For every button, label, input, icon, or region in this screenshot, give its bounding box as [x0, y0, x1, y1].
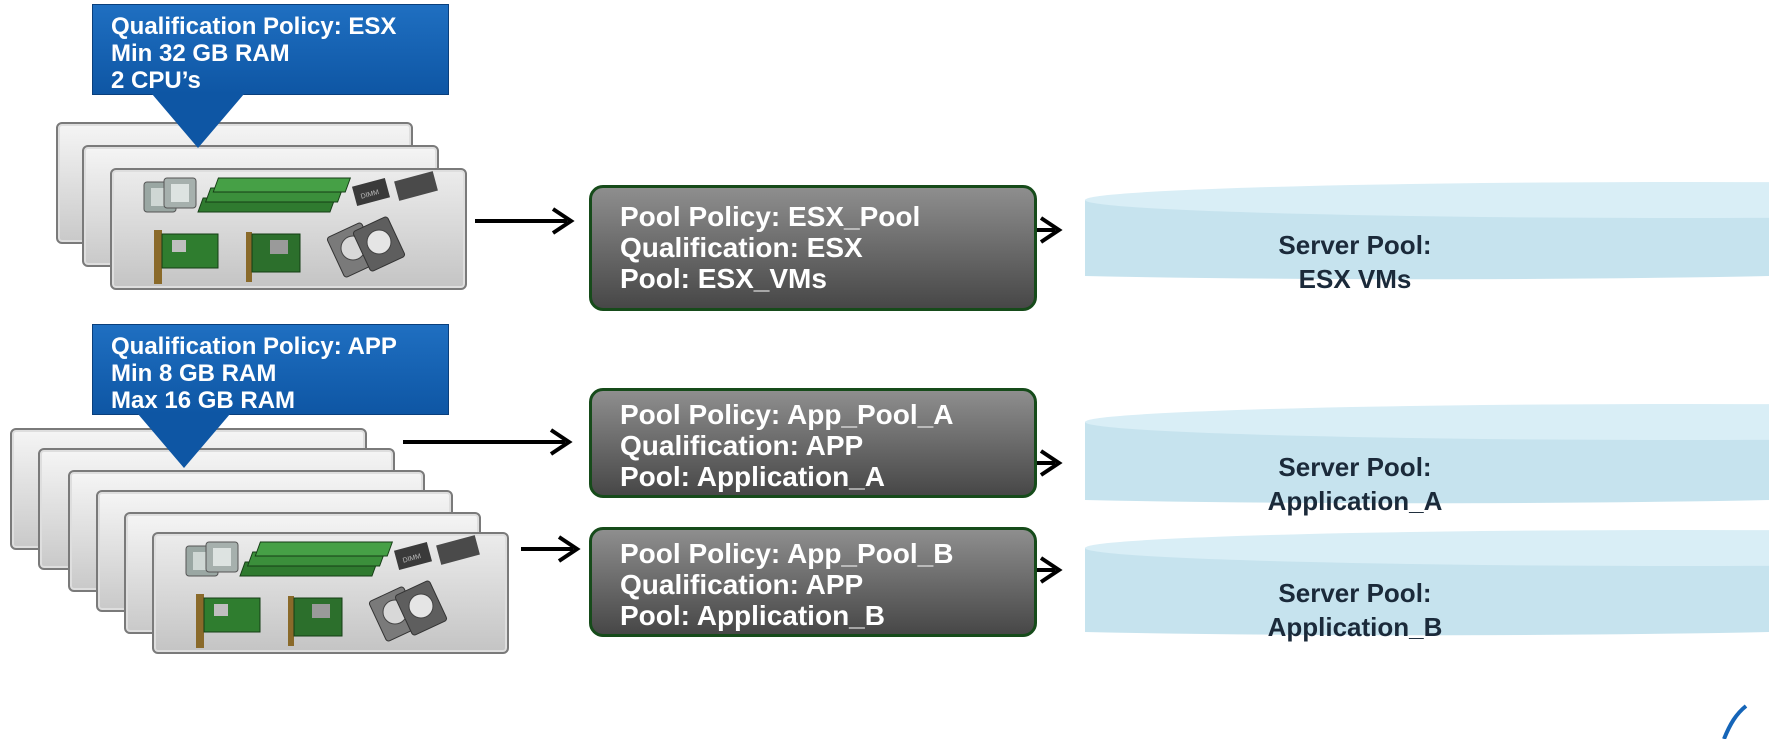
callout-line: Min 32 GB RAM [111, 40, 290, 67]
server-pool-esx-vms: Server Pool: ESX VMs [1085, 182, 1769, 294]
server-pool-label-line: Server Pool: [1278, 230, 1432, 260]
nic-card-icon [196, 594, 261, 648]
pool-policy-app-pool-a: Pool Policy: App_Pool_A Qualification: A… [589, 388, 1037, 498]
callout-line: Max 16 GB RAM [111, 387, 296, 414]
policy-line: Qualification: APP [620, 430, 864, 461]
server-pool-label-line: Application_A [1267, 486, 1443, 516]
callout-line: Min 8 GB RAM [111, 360, 277, 387]
policy-line: Pool: Application_A [620, 461, 885, 492]
hba-card-icon [246, 232, 301, 282]
memory-chip-icon: DIMM [393, 535, 480, 571]
chip-label: DIMM [360, 189, 380, 201]
policy-line: Qualification: APP [620, 569, 864, 600]
callout-pointer [152, 94, 244, 148]
cylinder-shape [1085, 404, 1769, 504]
server-pool-application-a: Server Pool: Application_A [1085, 404, 1769, 518]
arrow-right-icon [403, 428, 573, 456]
cylinder-shape [1085, 182, 1769, 280]
policy-line: Pool Policy: App_Pool_B [620, 538, 954, 569]
nic-card-icon [154, 230, 219, 284]
server-pool-label-line: ESX VMs [1298, 264, 1412, 294]
policy-line: Pool: Application_B [620, 600, 885, 631]
policy-line: Qualification: ESX [620, 232, 863, 263]
cpu-icon [143, 177, 197, 213]
server-pool-label: Server Pool: Application_A [1075, 450, 1635, 518]
callout-pointer [138, 414, 230, 468]
cylinder-shape [1085, 530, 1769, 636]
corner-swoosh-icon [1722, 704, 1748, 739]
hard-drives-icon [368, 580, 448, 642]
pool-policy-app-pool-b: Pool Policy: App_Pool_B Qualification: A… [589, 527, 1037, 637]
hba-card-icon [288, 596, 343, 646]
callout-line: 2 CPU’s [111, 67, 201, 94]
chip-label: DIMM [402, 553, 422, 565]
callout-line: Qualification Policy: APP [111, 333, 397, 360]
server-pool-label: Server Pool: Application_B [1075, 576, 1635, 644]
policy-line: Pool Policy: ESX_Pool [620, 201, 921, 232]
server-pool-label-line: Application_B [1267, 612, 1443, 642]
qualification-policy-callout-app: Qualification Policy: APP Min 8 GB RAM M… [92, 324, 449, 415]
policy-line: Pool: ESX_VMs [620, 263, 827, 294]
memory-dimms-icon [197, 177, 352, 213]
pool-policy-esx-pool: Pool Policy: ESX_Pool Qualification: ESX… [589, 185, 1037, 311]
hard-drives-icon [326, 216, 406, 278]
server-components-illustration: DIMM [143, 171, 438, 284]
cpu-icon [185, 541, 239, 577]
server-components-illustration: DIMM [185, 535, 480, 648]
arrow-right-icon [475, 207, 575, 235]
policy-line: Pool Policy: App_Pool_A [620, 399, 954, 430]
qualification-policy-callout-esx: Qualification Policy: ESX Min 32 GB RAM … [92, 4, 449, 95]
memory-chip-icon: DIMM [351, 171, 438, 207]
callout-line: Qualification Policy: ESX [111, 13, 397, 40]
server-pool-label: Server Pool: ESX VMs [1075, 228, 1635, 296]
server-pool-application-b: Server Pool: Application_B [1085, 530, 1769, 650]
server-pool-label-line: Server Pool: [1278, 452, 1432, 482]
memory-dimms-icon [239, 541, 394, 577]
arrow-right-icon [521, 535, 581, 563]
server-pool-label-line: Server Pool: [1278, 578, 1432, 608]
